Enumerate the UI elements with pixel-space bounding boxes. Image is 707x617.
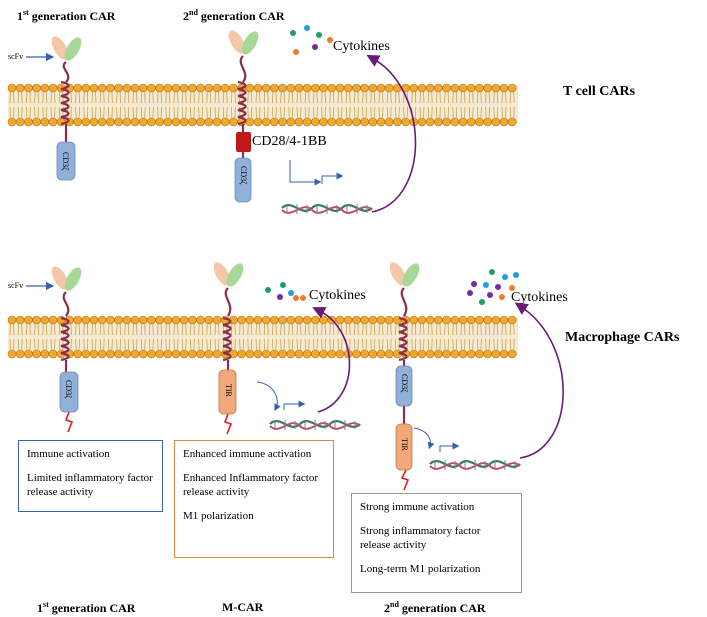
box1-line-1: Immune activation	[27, 448, 110, 460]
membrane-bottom	[7, 315, 518, 359]
gen1-tcell-car	[26, 33, 85, 181]
gen2-tcell-car	[225, 27, 417, 216]
box2-line-2: Enhanced Inflammatory factor release act…	[183, 472, 318, 498]
scfv-label-top: scFv	[8, 52, 24, 61]
gen2-tcell-title: 2nd generation CAR	[183, 8, 285, 23]
costim-label: CD28/4-1BB	[252, 134, 327, 149]
gen2-macrophage-car	[386, 259, 564, 491]
cytokines-label-m-car: Cytokines	[309, 288, 366, 303]
box3-line-1: Strong immune activation	[360, 501, 475, 513]
box-gen1-effects: Immune activation Limited inflammatory f…	[18, 440, 163, 512]
footer-gen2: 2nd generation CAR	[384, 600, 486, 615]
cytokines-gen2-macrophage	[467, 269, 519, 305]
footer-gen1: 1st generation CAR	[37, 600, 136, 615]
cytokines-top	[290, 25, 333, 55]
cd3z-label-gen1-bottom: CD3ζ	[64, 380, 73, 399]
cytokines-label-top: Cytokines	[333, 39, 390, 54]
cytokines-label-gen2-macrophage: Cytokines	[511, 290, 568, 305]
cd3z-label-gen1-top: CD3ζ	[61, 152, 70, 171]
footer-m-car: M-CAR	[222, 600, 264, 614]
box-gen2-effects: Strong immune activation Strong inflamma…	[351, 493, 522, 593]
tcell-section-label: T cell CARs	[563, 84, 636, 99]
scfv-label-bottom: scFv	[8, 281, 24, 290]
tir-label-gen2-bottom: TIR	[400, 438, 409, 451]
macrophage-section-label: Macrophage CARs	[565, 330, 680, 345]
box2-line-3: M1 polarization	[183, 510, 254, 522]
gen1-tcell-title: 1st generation CAR	[17, 8, 116, 23]
box2-line-1: Enhanced immune activation	[183, 448, 312, 460]
gen1-macrophage-car	[26, 263, 85, 433]
tir-label-m-car: TIR	[224, 384, 233, 397]
box3-line-2: Strong inflammatory factor release activ…	[360, 525, 481, 551]
cytokines-m-car	[265, 282, 306, 301]
box3-line-3: Long-term M1 polarization	[360, 563, 481, 575]
membrane-top	[7, 83, 518, 127]
box1-line-2: Limited inflammatory factor release acti…	[27, 472, 153, 498]
box-m-car-effects: Enhanced immune activation Enhanced Infl…	[174, 440, 334, 558]
m-car	[210, 259, 362, 435]
cd3z-label-gen2-top: CD3ζ	[239, 166, 248, 185]
cd3z-label-gen2-bottom: CD3ζ	[400, 374, 409, 393]
